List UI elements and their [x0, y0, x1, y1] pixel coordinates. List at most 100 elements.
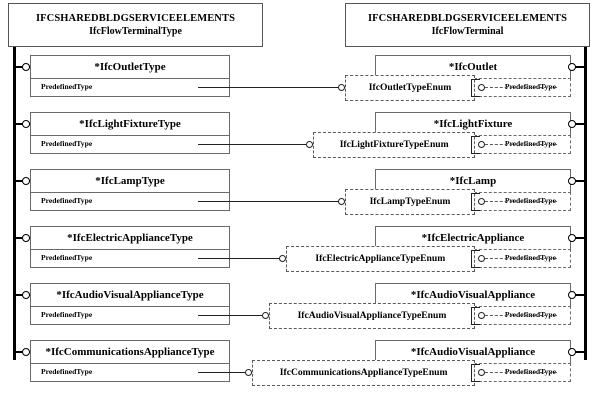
- attribute-link-circle-right: [478, 311, 485, 319]
- enumeration-type-name: IfcElectricApplianceTypeEnum: [313, 253, 448, 264]
- schema-name-left: IFCSHAREDBLDGSERVICEELEMENTS: [35, 13, 236, 24]
- supertype-trunk-right: [584, 47, 587, 360]
- attribute-label: PredefinedType: [41, 82, 93, 91]
- type-entity-attribute-row: PredefinedType: [30, 363, 230, 382]
- type-entity-box[interactable]: *IfcLampType PredefinedType: [30, 169, 230, 212]
- supertype-connector-right: [571, 180, 587, 183]
- occurrence-entity-name: *IfcOutlet: [448, 61, 498, 73]
- supertype-circle-left: [22, 234, 30, 242]
- attribute-bracket-right: [471, 306, 480, 325]
- type-entity-name: *IfcLampType: [95, 175, 165, 187]
- supertype-connector-right: [571, 66, 587, 69]
- type-entity-box[interactable]: *IfcAudioVisualApplianceType PredefinedT…: [30, 283, 230, 326]
- enumeration-type-box[interactable]: IfcOutletTypeEnum: [345, 74, 475, 101]
- schema-entity-right: IfcFlowTerminal: [431, 26, 504, 37]
- attribute-link-circle-left: [338, 83, 345, 91]
- attribute-link-circle-right: [478, 83, 485, 91]
- attribute-link-right: [485, 371, 557, 373]
- schema-header-left: IFCSHAREDBLDGSERVICEELEMENTS IfcFlowTerm…: [8, 3, 263, 47]
- occurrence-entity-name: *IfcElectricAppliance: [421, 232, 525, 244]
- attribute-link-left: [198, 314, 269, 317]
- type-entity-box[interactable]: *IfcLightFixtureType PredefinedType: [30, 112, 230, 155]
- enumeration-type-box[interactable]: IfcElectricApplianceTypeEnum: [285, 245, 475, 272]
- supertype-circle-right: [568, 63, 576, 71]
- attribute-link-circle-right: [478, 254, 485, 262]
- attribute-link-circle-right: [478, 368, 485, 376]
- enumeration-type-name: IfcLampTypeEnum: [367, 196, 453, 207]
- supertype-circle-right: [568, 120, 576, 128]
- schema-entity-left: IfcFlowTerminalType: [89, 26, 182, 37]
- enumeration-type-name: IfcOutletTypeEnum: [366, 82, 454, 93]
- attribute-label: PredefinedType: [41, 367, 93, 376]
- attribute-link-left: [198, 86, 345, 89]
- type-entity-box[interactable]: *IfcElectricApplianceType PredefinedType: [30, 226, 230, 269]
- attribute-link-left: [198, 143, 314, 146]
- type-entity-box[interactable]: *IfcOutletType PredefinedType: [30, 55, 230, 98]
- supertype-circle-left: [22, 120, 30, 128]
- enumeration-type-box[interactable]: IfcAudioVisualApplianceTypeEnum: [268, 302, 475, 329]
- supertype-circle-right: [568, 234, 576, 242]
- attribute-label: PredefinedType: [41, 310, 93, 319]
- type-entity-name: *IfcElectricApplianceType: [67, 232, 193, 244]
- attribute-link-right: [485, 257, 557, 259]
- supertype-connector-right: [571, 237, 587, 240]
- type-entity-name: *IfcLightFixtureType: [79, 118, 181, 130]
- attribute-link-right: [485, 314, 557, 316]
- enumeration-type-name: IfcCommunicationsApplianceTypeEnum: [277, 367, 450, 378]
- attribute-label: PredefinedType: [41, 196, 93, 205]
- attribute-bracket-right: [471, 192, 480, 211]
- supertype-circle-right: [568, 177, 576, 185]
- occurrence-entity-name: *IfcAudioVisualAppliance: [410, 346, 536, 358]
- attribute-bracket-right: [471, 78, 480, 97]
- type-entity-header: *IfcOutletType: [30, 55, 230, 79]
- supertype-circle-left: [22, 291, 30, 299]
- attribute-link-circle-left: [245, 368, 253, 376]
- attribute-link-circle-left: [261, 311, 269, 319]
- supertype-circle-right: [568, 291, 576, 299]
- attribute-label: PredefinedType: [41, 139, 93, 148]
- type-entity-header: *IfcLampType: [30, 169, 230, 193]
- occurrence-entity-name: *IfcLamp: [449, 175, 497, 187]
- type-entity-box[interactable]: *IfcCommunicationsApplianceType Predefin…: [30, 340, 230, 383]
- supertype-circle-left: [22, 177, 30, 185]
- schema-header-right: IFCSHAREDBLDGSERVICEELEMENTS IfcFlowTerm…: [345, 3, 590, 47]
- supertype-connector-right: [571, 294, 587, 297]
- supertype-connector-right: [571, 123, 587, 126]
- attribute-link-circle-left: [338, 197, 345, 205]
- type-entity-header: *IfcCommunicationsApplianceType: [30, 340, 230, 364]
- attribute-link-left: [198, 257, 286, 260]
- type-entity-header: *IfcAudioVisualApplianceType: [30, 283, 230, 307]
- attribute-link-right: [485, 86, 557, 88]
- supertype-connector-right: [571, 351, 587, 354]
- supertype-circle-right: [568, 348, 576, 356]
- supertype-circle-left: [22, 63, 30, 71]
- attribute-link-right: [485, 200, 557, 202]
- type-entity-header: *IfcLightFixtureType: [30, 112, 230, 136]
- attribute-link-circle-left: [278, 254, 286, 262]
- attribute-link-circle-right: [478, 197, 485, 205]
- attribute-label: PredefinedType: [41, 253, 93, 262]
- enumeration-type-name: IfcAudioVisualApplianceTypeEnum: [295, 310, 449, 321]
- enumeration-type-box[interactable]: IfcCommunicationsApplianceTypeEnum: [252, 359, 475, 386]
- type-entity-name: *IfcOutletType: [94, 61, 166, 73]
- attribute-link-left: [198, 371, 253, 374]
- enumeration-type-name: IfcLightFixtureTypeEnum: [337, 139, 451, 150]
- attribute-bracket-right: [471, 363, 480, 382]
- enumeration-type-box[interactable]: IfcLightFixtureTypeEnum: [313, 131, 475, 158]
- supertype-circle-left: [22, 348, 30, 356]
- attribute-link-circle-right: [478, 140, 485, 148]
- occurrence-entity-name: *IfcLightFixture: [433, 118, 513, 130]
- type-entity-name: *IfcAudioVisualApplianceType: [56, 289, 204, 301]
- schema-name-right: IFCSHAREDBLDGSERVICEELEMENTS: [367, 13, 568, 24]
- attribute-link-circle-left: [306, 140, 314, 148]
- occurrence-entity-name: *IfcAudioVisualAppliance: [410, 289, 536, 301]
- type-entity-attribute-row: PredefinedType: [30, 78, 230, 97]
- type-entity-header: *IfcElectricApplianceType: [30, 226, 230, 250]
- enumeration-type-box[interactable]: IfcLampTypeEnum: [345, 188, 475, 215]
- attribute-link-left: [198, 200, 345, 203]
- attribute-bracket-right: [471, 249, 480, 268]
- supertype-trunk-left: [13, 47, 16, 360]
- attribute-bracket-right: [471, 135, 480, 154]
- attribute-link-right: [485, 143, 557, 145]
- type-entity-name: *IfcCommunicationsApplianceType: [45, 346, 215, 358]
